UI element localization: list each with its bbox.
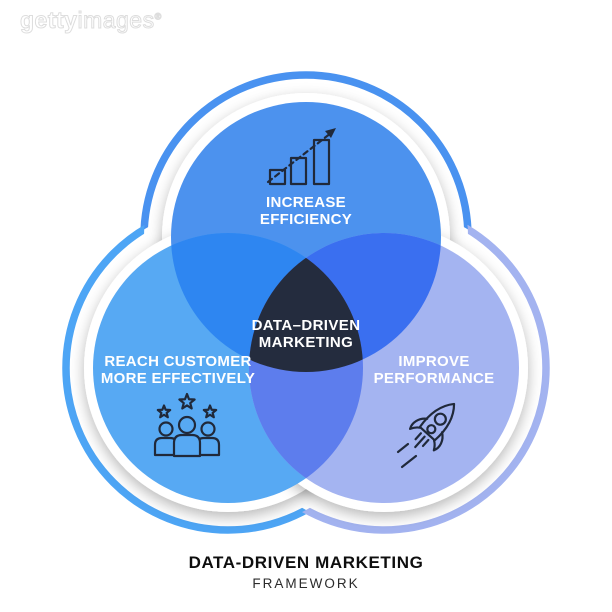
rocket-flames xyxy=(414,432,430,449)
label-line: PERFORMANCE xyxy=(373,370,495,387)
person-head xyxy=(177,415,197,435)
growth-chart-icon xyxy=(266,128,336,186)
label-reach-customer: REACH CUSTOMER MORE EFFECTIVELY xyxy=(101,353,255,387)
rocket-window xyxy=(426,424,437,435)
label-data-driven-marketing-core: DATA–DRIVEN MARKETING xyxy=(252,317,361,351)
label-line: REACH CUSTOMER xyxy=(104,353,252,370)
person-head xyxy=(158,421,174,437)
person-head xyxy=(200,421,216,437)
label-line: MARKETING xyxy=(258,334,354,351)
customers-rating-icon xyxy=(153,392,221,458)
watermark-brand-bold: getty xyxy=(19,7,78,33)
label-line: INCREASE xyxy=(266,194,346,211)
label-line: DATA–DRIVEN xyxy=(251,317,361,334)
speed-lines xyxy=(396,442,418,469)
rocket-window xyxy=(433,412,447,426)
watermark-brand-light: images xyxy=(77,7,155,33)
footer-subtitle: FRAMEWORK xyxy=(252,576,360,591)
label-line: EFFICIENCY xyxy=(259,211,353,228)
rocket-fin xyxy=(408,417,429,430)
overlap-center-core xyxy=(249,233,363,372)
star-icon xyxy=(156,404,172,419)
star-icon xyxy=(178,392,196,410)
rocket-fin xyxy=(432,431,444,452)
watermark: gettyimages® xyxy=(19,7,162,33)
label-line: MORE EFFECTIVELY xyxy=(100,370,256,387)
footer-title: DATA-DRIVEN MARKETING xyxy=(188,553,424,572)
label-improve-performance: IMPROVE PERFORMANCE xyxy=(374,353,495,387)
star-icon xyxy=(202,404,218,419)
person-body xyxy=(172,433,202,458)
rocket-body xyxy=(418,402,456,442)
watermark-registered-mark: ® xyxy=(154,11,162,22)
label-line: IMPROVE xyxy=(398,353,470,370)
arrowhead xyxy=(325,128,336,138)
rocket-icon xyxy=(396,402,456,469)
footer-caption: DATA-DRIVEN MARKETING FRAMEWORK xyxy=(189,553,424,591)
label-increase-efficiency: INCREASE EFFICIENCY xyxy=(260,194,352,228)
